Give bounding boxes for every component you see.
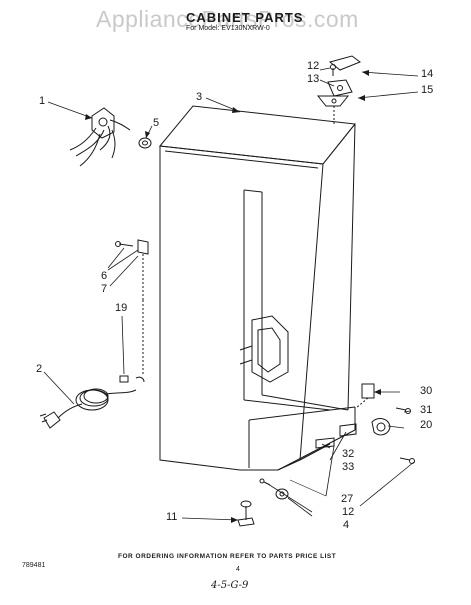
- callout-2: 2: [36, 363, 43, 375]
- arrowheads: [85, 70, 381, 523]
- terminal-block: [69, 107, 131, 167]
- diagram-title: CABINET PARTS: [186, 10, 304, 25]
- callout-12-bottom: 12: [342, 506, 355, 518]
- callout-13: 13: [307, 73, 320, 85]
- callout-33: 33: [342, 461, 355, 473]
- callout-27: 27: [341, 493, 354, 505]
- ordering-note: FOR ORDERING INFORMATION REFER TO PARTS …: [118, 553, 337, 560]
- callout-19: 19: [115, 302, 128, 314]
- power-cord: [39, 388, 137, 429]
- callout-30: 30: [420, 385, 433, 397]
- callout-7: 7: [101, 283, 108, 295]
- callout-31: 31: [420, 404, 433, 416]
- top-hinge: [316, 55, 362, 124]
- screw-and-clamp: [115, 239, 149, 300]
- document-number: 789481: [22, 562, 46, 569]
- callout-5: 5: [153, 117, 160, 129]
- watermark: AppliancePartsPros.com: [96, 6, 359, 32]
- callout-6: 6: [101, 270, 108, 282]
- callout-3: 3: [196, 91, 203, 103]
- callout-12-top: 12: [307, 60, 320, 72]
- callout-1: 1: [39, 95, 46, 107]
- liner-bracket: [239, 315, 289, 383]
- handwritten-note: 4-5-G-9: [211, 580, 249, 591]
- callout-20: 20: [420, 419, 433, 431]
- grommet: [138, 137, 152, 149]
- cord-clip: [119, 300, 145, 383]
- callout-32: 32: [342, 448, 355, 460]
- page-number: 4: [236, 566, 240, 573]
- callout-15: 15: [421, 84, 434, 96]
- callout-4: 4: [343, 519, 350, 531]
- callout-14: 14: [421, 68, 434, 80]
- cabinet-shell: [159, 105, 356, 471]
- callout-11: 11: [166, 511, 178, 523]
- model-subtitle: For Model: EV130NXRW-0: [186, 25, 270, 32]
- leveling-hardware: [237, 478, 289, 527]
- lower-hinge: [315, 383, 415, 464]
